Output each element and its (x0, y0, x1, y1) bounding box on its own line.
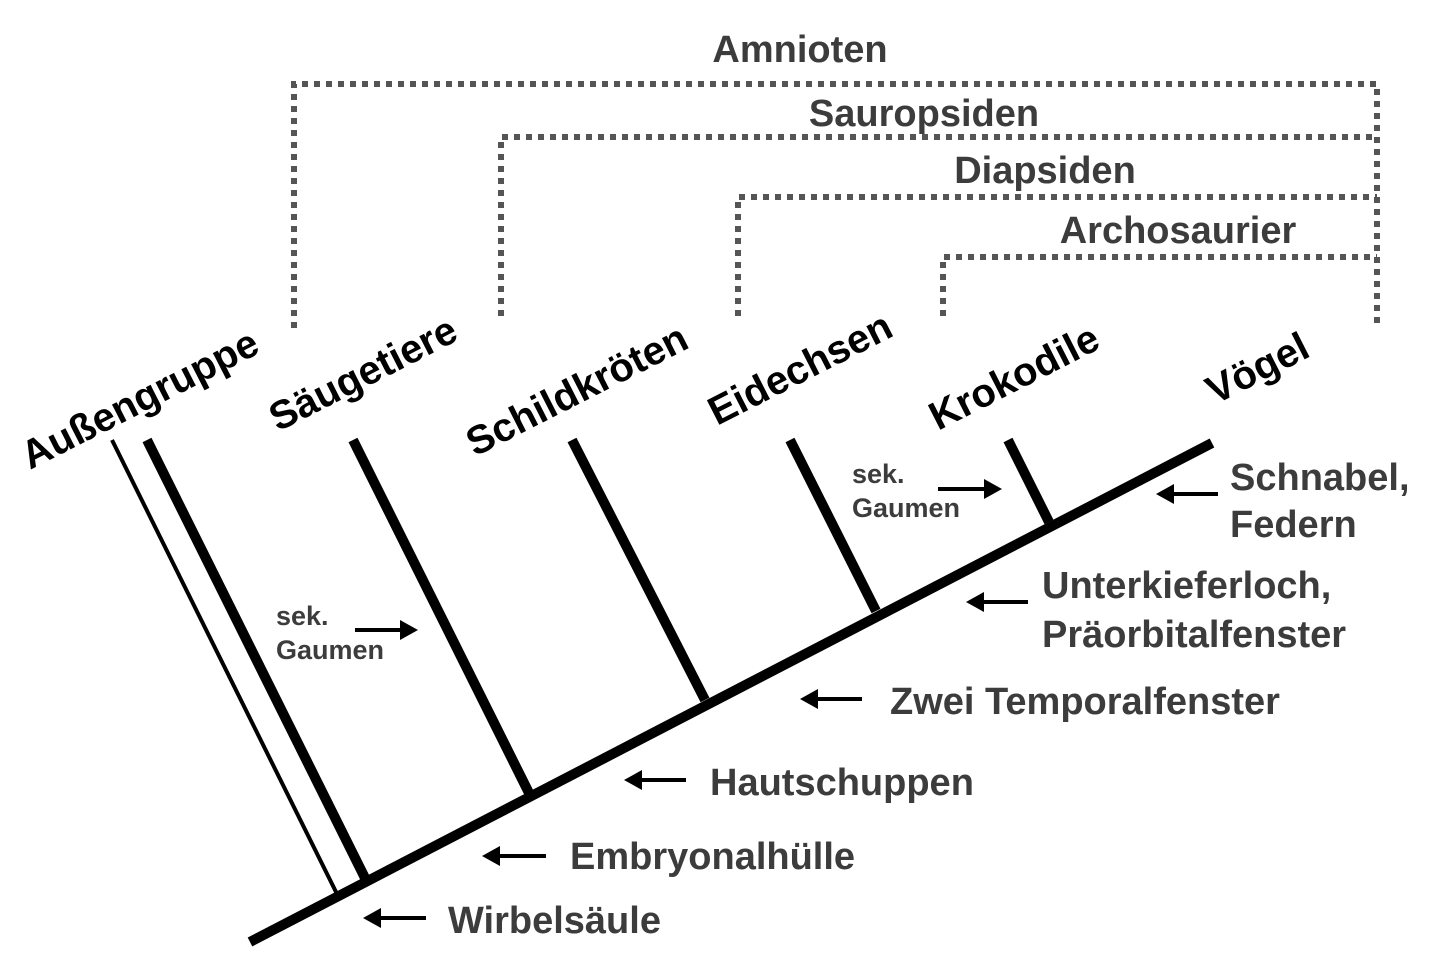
taxon-voegel: Vögel (1199, 324, 1316, 413)
arrow-wirbel (363, 908, 426, 928)
bracket-archosaurier (940, 254, 1377, 316)
trait-temporal: Zwei Temporalfenster (890, 681, 1280, 723)
main-stem (247, 438, 1215, 947)
branch-saeugetiere (348, 437, 535, 798)
trait-schnabel-2: Federn (1230, 504, 1357, 546)
taxon-labels: Außengruppe Säugetiere Schildkröten Eide… (14, 304, 1316, 478)
branch-aussengruppe (142, 437, 372, 885)
trait-unterkiefer-2: Präorbitalfenster (1042, 614, 1346, 656)
label-amnioten: Amnioten (712, 29, 887, 71)
taxon-eidechsen: Eidechsen (701, 304, 899, 434)
trait-unterkiefer-1: Unterkieferloch, (1042, 565, 1331, 607)
sek-gaumen-mammal-line2: Gaumen (276, 635, 384, 665)
trait-arrows (363, 484, 1218, 928)
sek-gaumen-croc-line1: sek. (852, 459, 905, 489)
label-sauropsiden: Sauropsiden (809, 93, 1039, 135)
label-archosaurier: Archosaurier (1060, 210, 1297, 252)
clade-labels: Amnioten Sauropsiden Diapsiden Archosaur… (712, 29, 1296, 252)
clade-brackets (291, 81, 1380, 328)
arrow-embryonal (482, 846, 546, 866)
trait-hautschuppen: Hautschuppen (710, 762, 974, 804)
sek-gaumen-mammal-arrowhead (400, 620, 418, 640)
arrow-hautschuppen (624, 770, 686, 790)
arrow-temporal (800, 689, 862, 709)
arrow-schnabel (1156, 484, 1218, 504)
bracket-amnioten (291, 81, 1380, 328)
arrow-unterkiefer (966, 592, 1028, 612)
trait-wirbel: Wirbelsäule (448, 900, 661, 942)
branch-krokodile (1003, 437, 1054, 525)
trait-embryonal: Embryonalhülle (570, 836, 855, 878)
tree-branches (110, 437, 1215, 947)
trait-schnabel-1: Schnabel, (1230, 457, 1410, 499)
branch-schildkroeten (567, 437, 710, 703)
taxon-krokodile: Krokodile (922, 316, 1106, 439)
branch-aussengruppe-thin (110, 439, 340, 897)
sek-gaumen-mammal: sek. Gaumen (276, 601, 418, 665)
sek-gaumen-croc-arrowhead (984, 479, 1002, 499)
bracket-diapsiden (735, 194, 1377, 316)
label-diapsiden: Diapsiden (954, 150, 1136, 192)
trait-labels: Schnabel, Federn Unterkieferloch, Präorb… (448, 457, 1410, 942)
branch-eidechsen (785, 437, 881, 614)
sek-gaumen-croc: sek. Gaumen (852, 459, 1002, 523)
taxon-aussengruppe: Außengruppe (14, 321, 266, 478)
sek-gaumen-mammal-line1: sek. (276, 601, 329, 631)
sek-gaumen-croc-line2: Gaumen (852, 493, 960, 523)
